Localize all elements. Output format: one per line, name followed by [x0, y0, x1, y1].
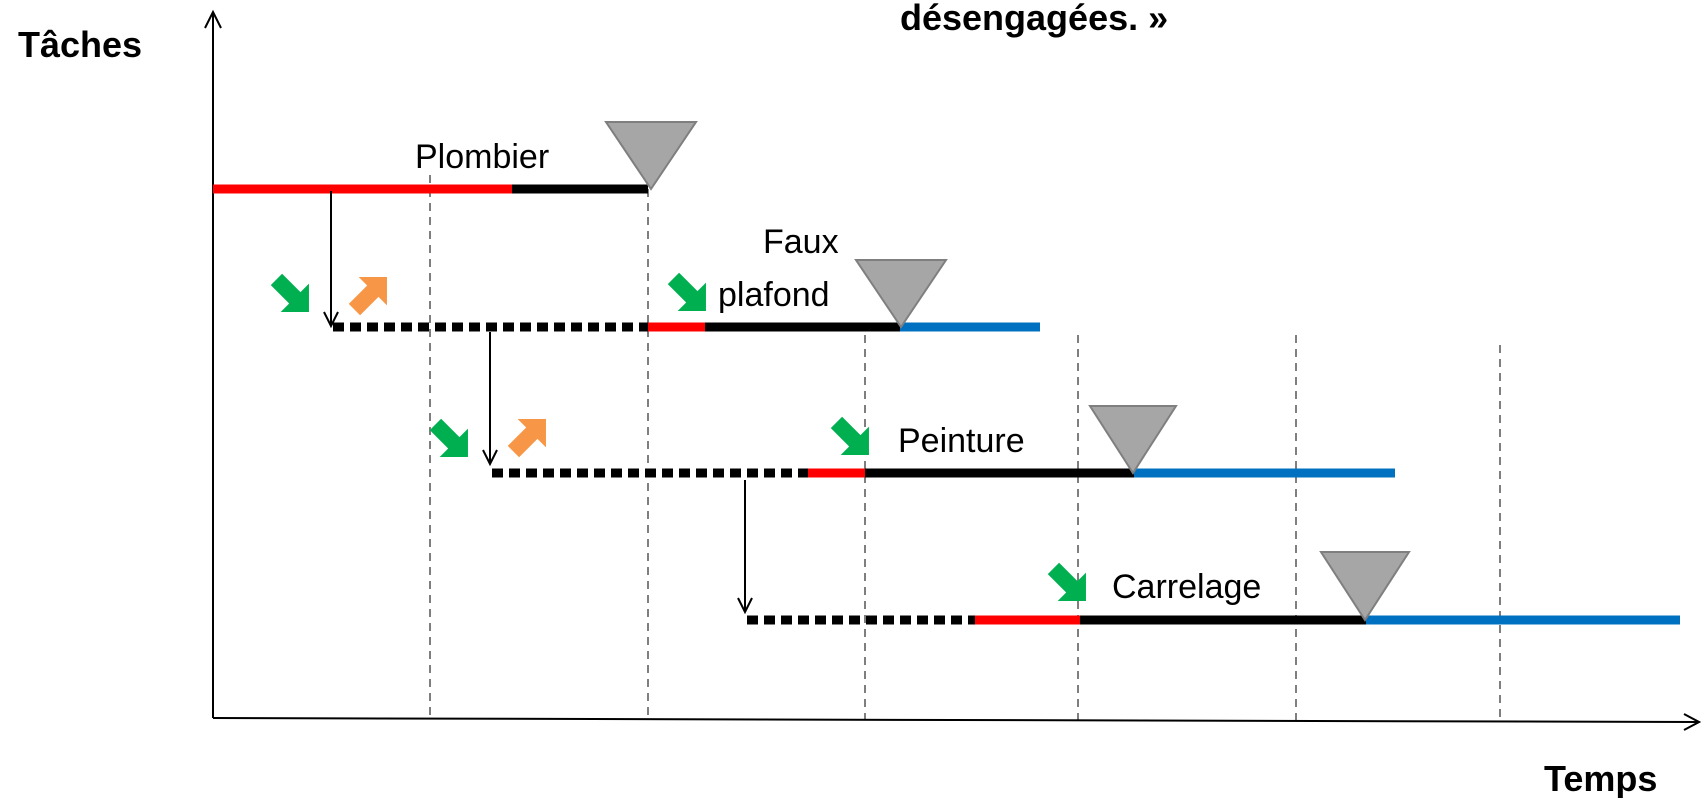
axes — [204, 9, 1701, 731]
task-row-peinture: Peinture — [492, 405, 1395, 478]
milestone-triangle-icon — [604, 121, 698, 191]
task-label-carrelage: Carrelage — [1112, 568, 1261, 606]
task-label-peinture: Peinture — [898, 422, 1025, 460]
dependency-arrow-1 — [323, 191, 339, 329]
green-diagonal-arrow-icon — [270, 273, 309, 312]
task-label-plombier: Plombier — [415, 138, 549, 176]
down-arrowhead-icon — [323, 311, 339, 329]
milestone-triangle-icon — [854, 259, 948, 329]
x-axis-arrowhead-icon — [1683, 713, 1701, 731]
task-row-plombier: Plombier — [213, 121, 698, 194]
x-axis-label: Temps — [1544, 758, 1657, 798]
green-arrows — [270, 272, 1086, 601]
dependency-arrow-3 — [737, 480, 753, 615]
down-arrowhead-icon — [737, 597, 753, 615]
task-row-faux-plafond: Faux plafond — [333, 223, 1040, 332]
page-title-fragment: désengagées. » — [900, 0, 1168, 38]
task-row-carrelage: Carrelage — [747, 551, 1680, 625]
y-axis-label: Tâches — [18, 24, 142, 65]
task-label-faux: Faux — [763, 223, 839, 261]
x-axis-line — [212, 717, 1698, 723]
orange-diagonal-arrow-icon — [507, 419, 546, 458]
orange-arrows — [348, 277, 546, 458]
orange-diagonal-arrow-icon — [348, 277, 387, 316]
milestone-triangle-icon — [1088, 405, 1178, 475]
time-gridlines — [429, 175, 1501, 720]
green-diagonal-arrow-icon — [830, 416, 869, 455]
task-label-plafond: plafond — [718, 276, 830, 314]
milestone-triangle-icon — [1319, 551, 1411, 622]
dependency-arrow-2 — [482, 332, 498, 467]
green-diagonal-arrow-icon — [429, 418, 468, 457]
down-arrowhead-icon — [482, 449, 498, 467]
green-diagonal-arrow-icon — [1047, 562, 1086, 601]
green-diagonal-arrow-icon — [667, 272, 706, 311]
y-axis-arrowhead-icon — [204, 9, 222, 29]
